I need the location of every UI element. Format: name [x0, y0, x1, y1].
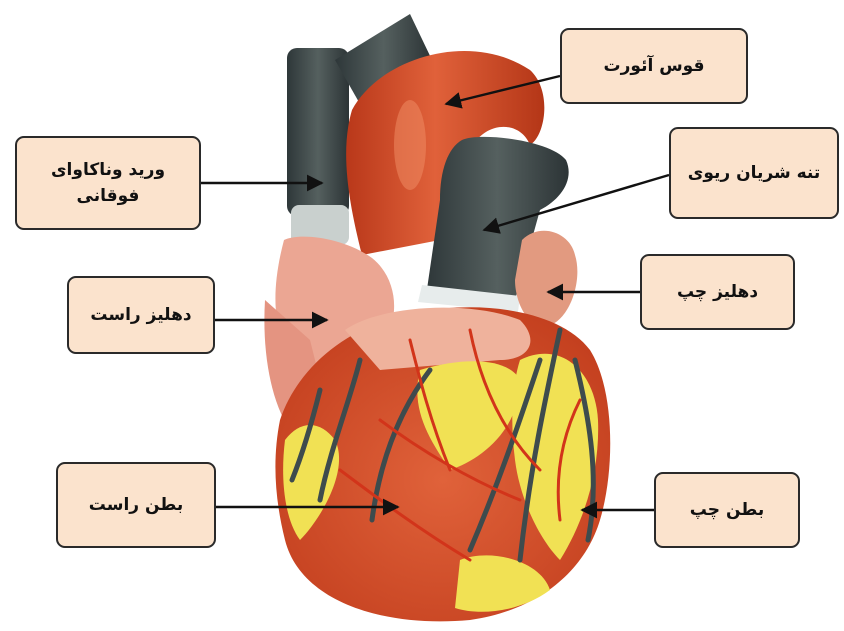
label-superior-vena-cava: ورید وناکاوای فوقانی	[15, 136, 201, 230]
label-superior-vena-cava-text: ورید وناکاوای فوقانی	[25, 157, 191, 210]
aorta-highlight	[394, 100, 426, 190]
superior-vena-cava-shape	[287, 48, 349, 245]
label-pulmonary-trunk: تنه شریان ریوی	[669, 127, 839, 219]
left-atrium-shape	[515, 231, 577, 327]
label-aortic-arch-text: قوس آئورت	[604, 53, 705, 79]
label-left-ventricle: بطن چپ	[654, 472, 800, 548]
label-pulmonary-trunk-text: تنه شریان ریوی	[688, 160, 820, 186]
label-left-atrium-text: دهلیز چپ	[677, 279, 758, 305]
label-left-ventricle-text: بطن چپ	[690, 497, 764, 523]
label-aortic-arch: قوس آئورت	[560, 28, 748, 104]
label-left-atrium: دهلیز چپ	[640, 254, 795, 330]
label-right-ventricle: بطن راست	[56, 462, 216, 548]
label-right-atrium-text: دهلیز راست	[90, 302, 191, 328]
label-right-ventricle-text: بطن راست	[89, 492, 184, 518]
label-right-atrium: دهلیز راست	[67, 276, 215, 354]
